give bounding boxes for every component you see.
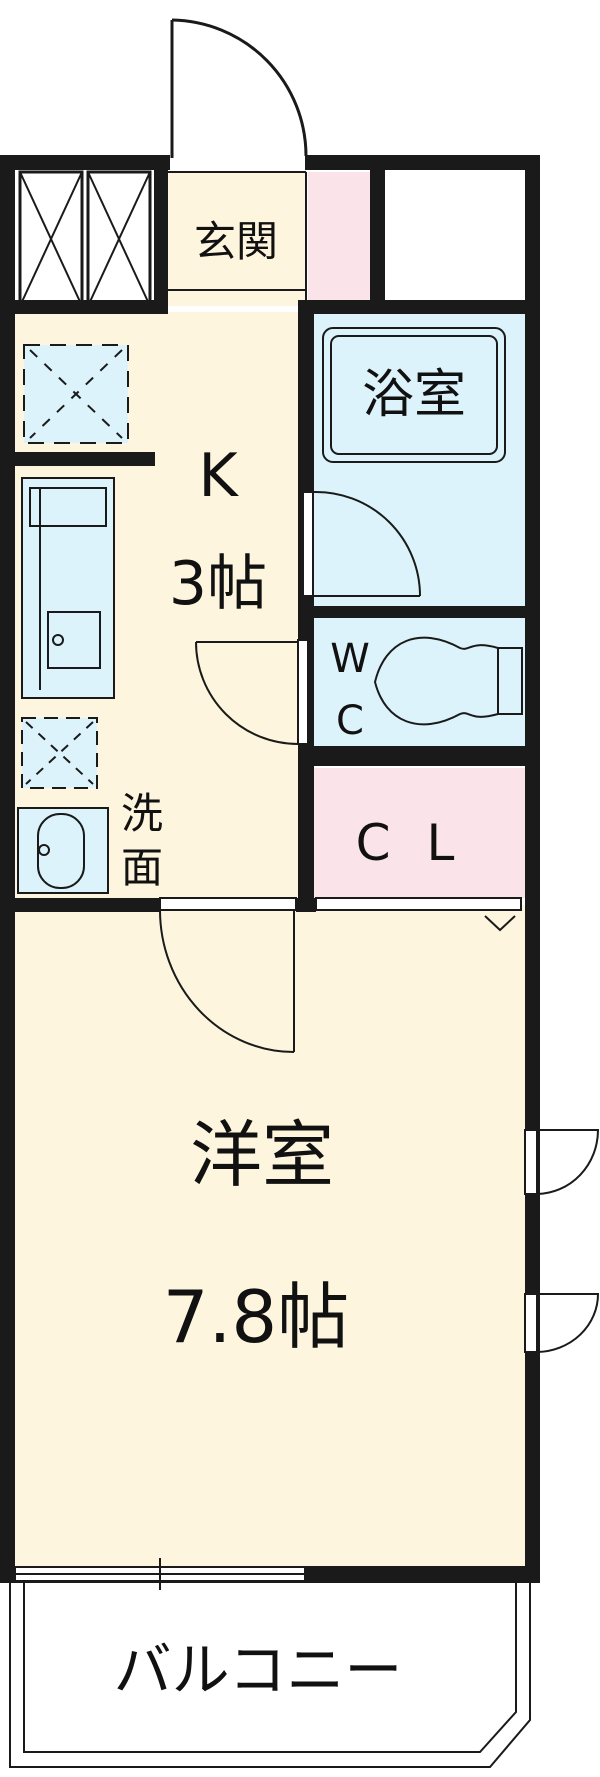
kitchen-counter — [21, 477, 115, 699]
bath-label: 浴室 — [362, 365, 466, 425]
entrance-label: 玄関 — [194, 217, 278, 266]
wc-door[interactable] — [195, 639, 309, 745]
balcony-window — [14, 1558, 306, 1590]
bath-door[interactable] — [302, 490, 421, 597]
wash-basin — [17, 807, 109, 894]
window-upper — [524, 1129, 600, 1195]
window-lower — [524, 1293, 600, 1353]
room-size: 7.8帖 — [163, 1275, 350, 1359]
room-door[interactable] — [159, 909, 295, 1053]
closet-corner-marker — [484, 915, 516, 932]
room-fill-western — [15, 905, 525, 1570]
front-door[interactable] — [170, 18, 308, 158]
balcony — [9, 1583, 531, 1768]
wash-label-bottom: 面 — [121, 843, 163, 892]
kitchen-size: 3帖 — [169, 549, 267, 619]
room-fill-bath — [312, 312, 525, 608]
walls — [0, 155, 540, 1583]
room-fill-pink-strip — [308, 172, 370, 304]
toilet — [373, 636, 523, 726]
room-fill-entrance — [168, 172, 306, 306]
wc-label-w: W — [330, 636, 370, 682]
kitchen-label: K — [198, 441, 239, 511]
closet-label: C L — [356, 814, 465, 872]
balcony-label: バルコニー — [114, 1636, 403, 1704]
thin-lines — [159, 171, 522, 911]
room-label: 洋室 — [190, 1113, 334, 1197]
bathtub — [322, 327, 506, 463]
vent-marker — [23, 344, 129, 444]
storage-boxes — [18, 170, 152, 308]
room-fill-closet — [312, 768, 525, 898]
wc-label-c: C — [336, 698, 364, 744]
vent-marker-small — [21, 717, 98, 789]
wash-label-top: 洗 — [121, 789, 163, 838]
